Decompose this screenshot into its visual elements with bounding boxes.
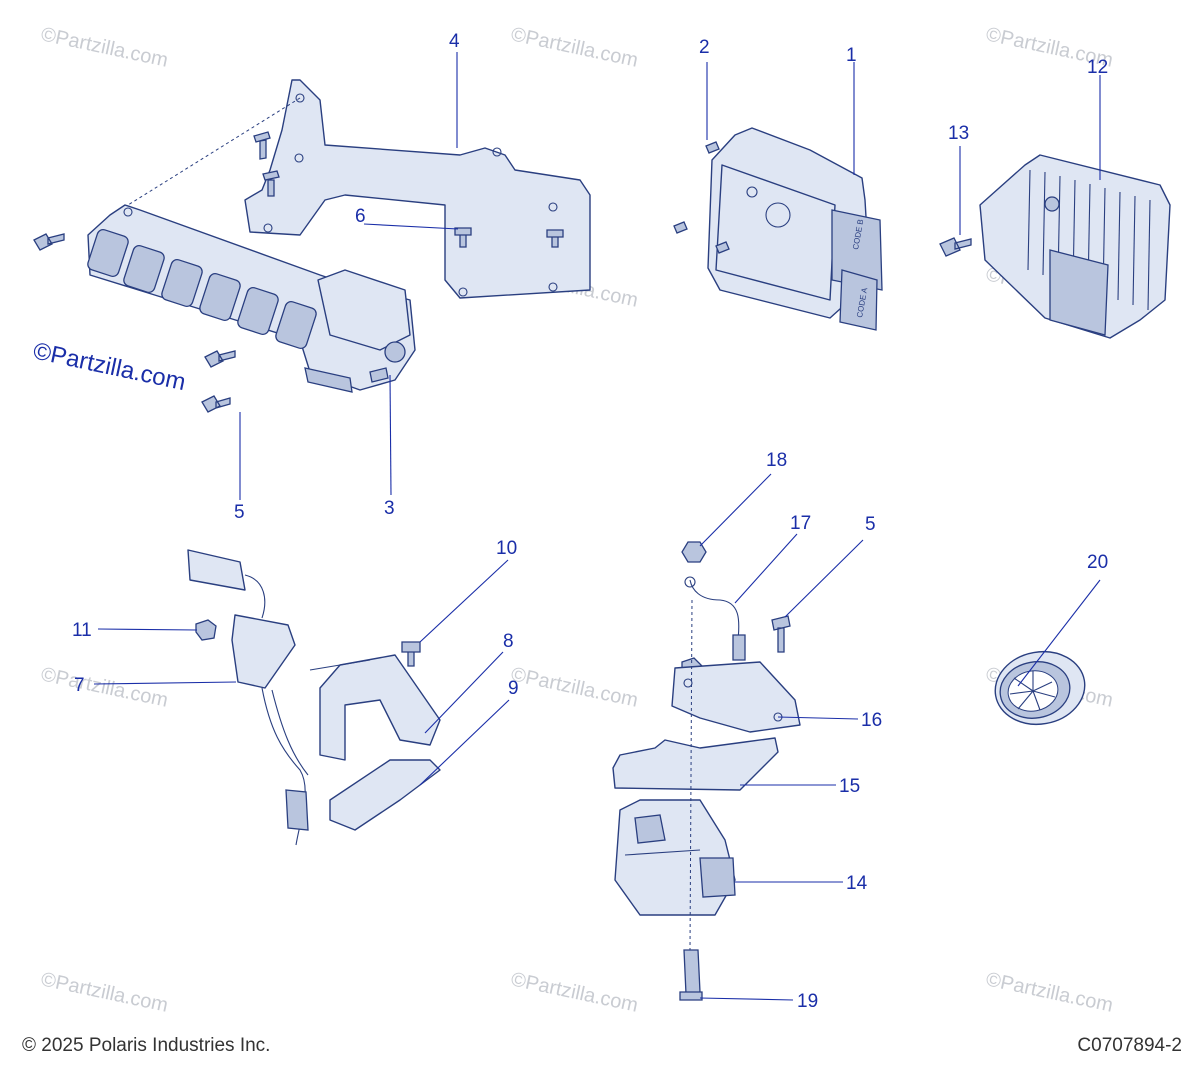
callout-10[interactable]: 10 — [496, 538, 517, 559]
grommet[interactable] — [989, 645, 1090, 732]
watermarks: ©Partzilla.com ©Partzilla.com ©Partzilla… — [31, 23, 1115, 1016]
callout-13[interactable]: 13 — [948, 123, 969, 144]
copyright-notice: © 2025 Polaris Industries Inc. — [22, 1035, 271, 1056]
callout-1[interactable]: 1 — [846, 45, 857, 66]
watermark: ©Partzilla.com — [39, 968, 170, 1016]
diagram-id: C0707894-2 — [1077, 1035, 1182, 1056]
callout-2[interactable]: 2 — [699, 37, 710, 58]
sensor-harness[interactable] — [187, 549, 309, 846]
callout-11[interactable]: 11 — [72, 620, 92, 641]
partzilla-brand-watermark: ©Partzilla.com — [31, 337, 188, 396]
watermark: ©Partzilla.com — [509, 23, 640, 71]
callout-19[interactable]: 19 — [797, 991, 818, 1012]
voltage-regulator[interactable] — [939, 154, 1171, 339]
callout-18[interactable]: 18 — [766, 450, 787, 471]
leader-lines — [93, 52, 1101, 1001]
sensor-bracket[interactable] — [309, 641, 441, 831]
callout-12[interactable]: 12 — [1087, 57, 1108, 78]
callout-9[interactable]: 9 — [508, 678, 519, 699]
callout-8[interactable]: 8 — [503, 631, 514, 652]
watermark: ©Partzilla.com — [509, 968, 640, 1016]
callout-20[interactable]: 20 — [1087, 552, 1108, 573]
callout-numbers: 4 2 1 12 13 6 3 5 10 11 7 8 9 18 17 5 20… — [72, 31, 1108, 1012]
callout-16[interactable]: 16 — [861, 710, 882, 731]
callout-15[interactable]: 15 — [839, 776, 860, 797]
callout-4[interactable]: 4 — [449, 31, 460, 52]
bracket-screws[interactable] — [33, 131, 564, 413]
watermark: ©Partzilla.com — [39, 663, 170, 711]
watermark: ©Partzilla.com — [509, 663, 640, 711]
callout-17[interactable]: 17 — [790, 513, 811, 534]
callout-5[interactable]: 5 — [234, 502, 245, 523]
callout-6[interactable]: 6 — [355, 206, 366, 227]
callout-7[interactable]: 7 — [74, 675, 85, 696]
callout-14[interactable]: 14 — [846, 873, 868, 894]
callout-3[interactable]: 3 — [384, 498, 395, 519]
callout-5[interactable]: 5 — [865, 514, 876, 535]
mounting-bracket[interactable] — [119, 79, 591, 299]
watermark: ©Partzilla.com — [984, 968, 1115, 1016]
ecu-module[interactable]: CODE B CODE A — [673, 127, 883, 331]
ignition-coil-assembly[interactable] — [612, 541, 801, 1001]
connector-block[interactable] — [86, 204, 416, 393]
watermark: ©Partzilla.com — [39, 23, 170, 71]
